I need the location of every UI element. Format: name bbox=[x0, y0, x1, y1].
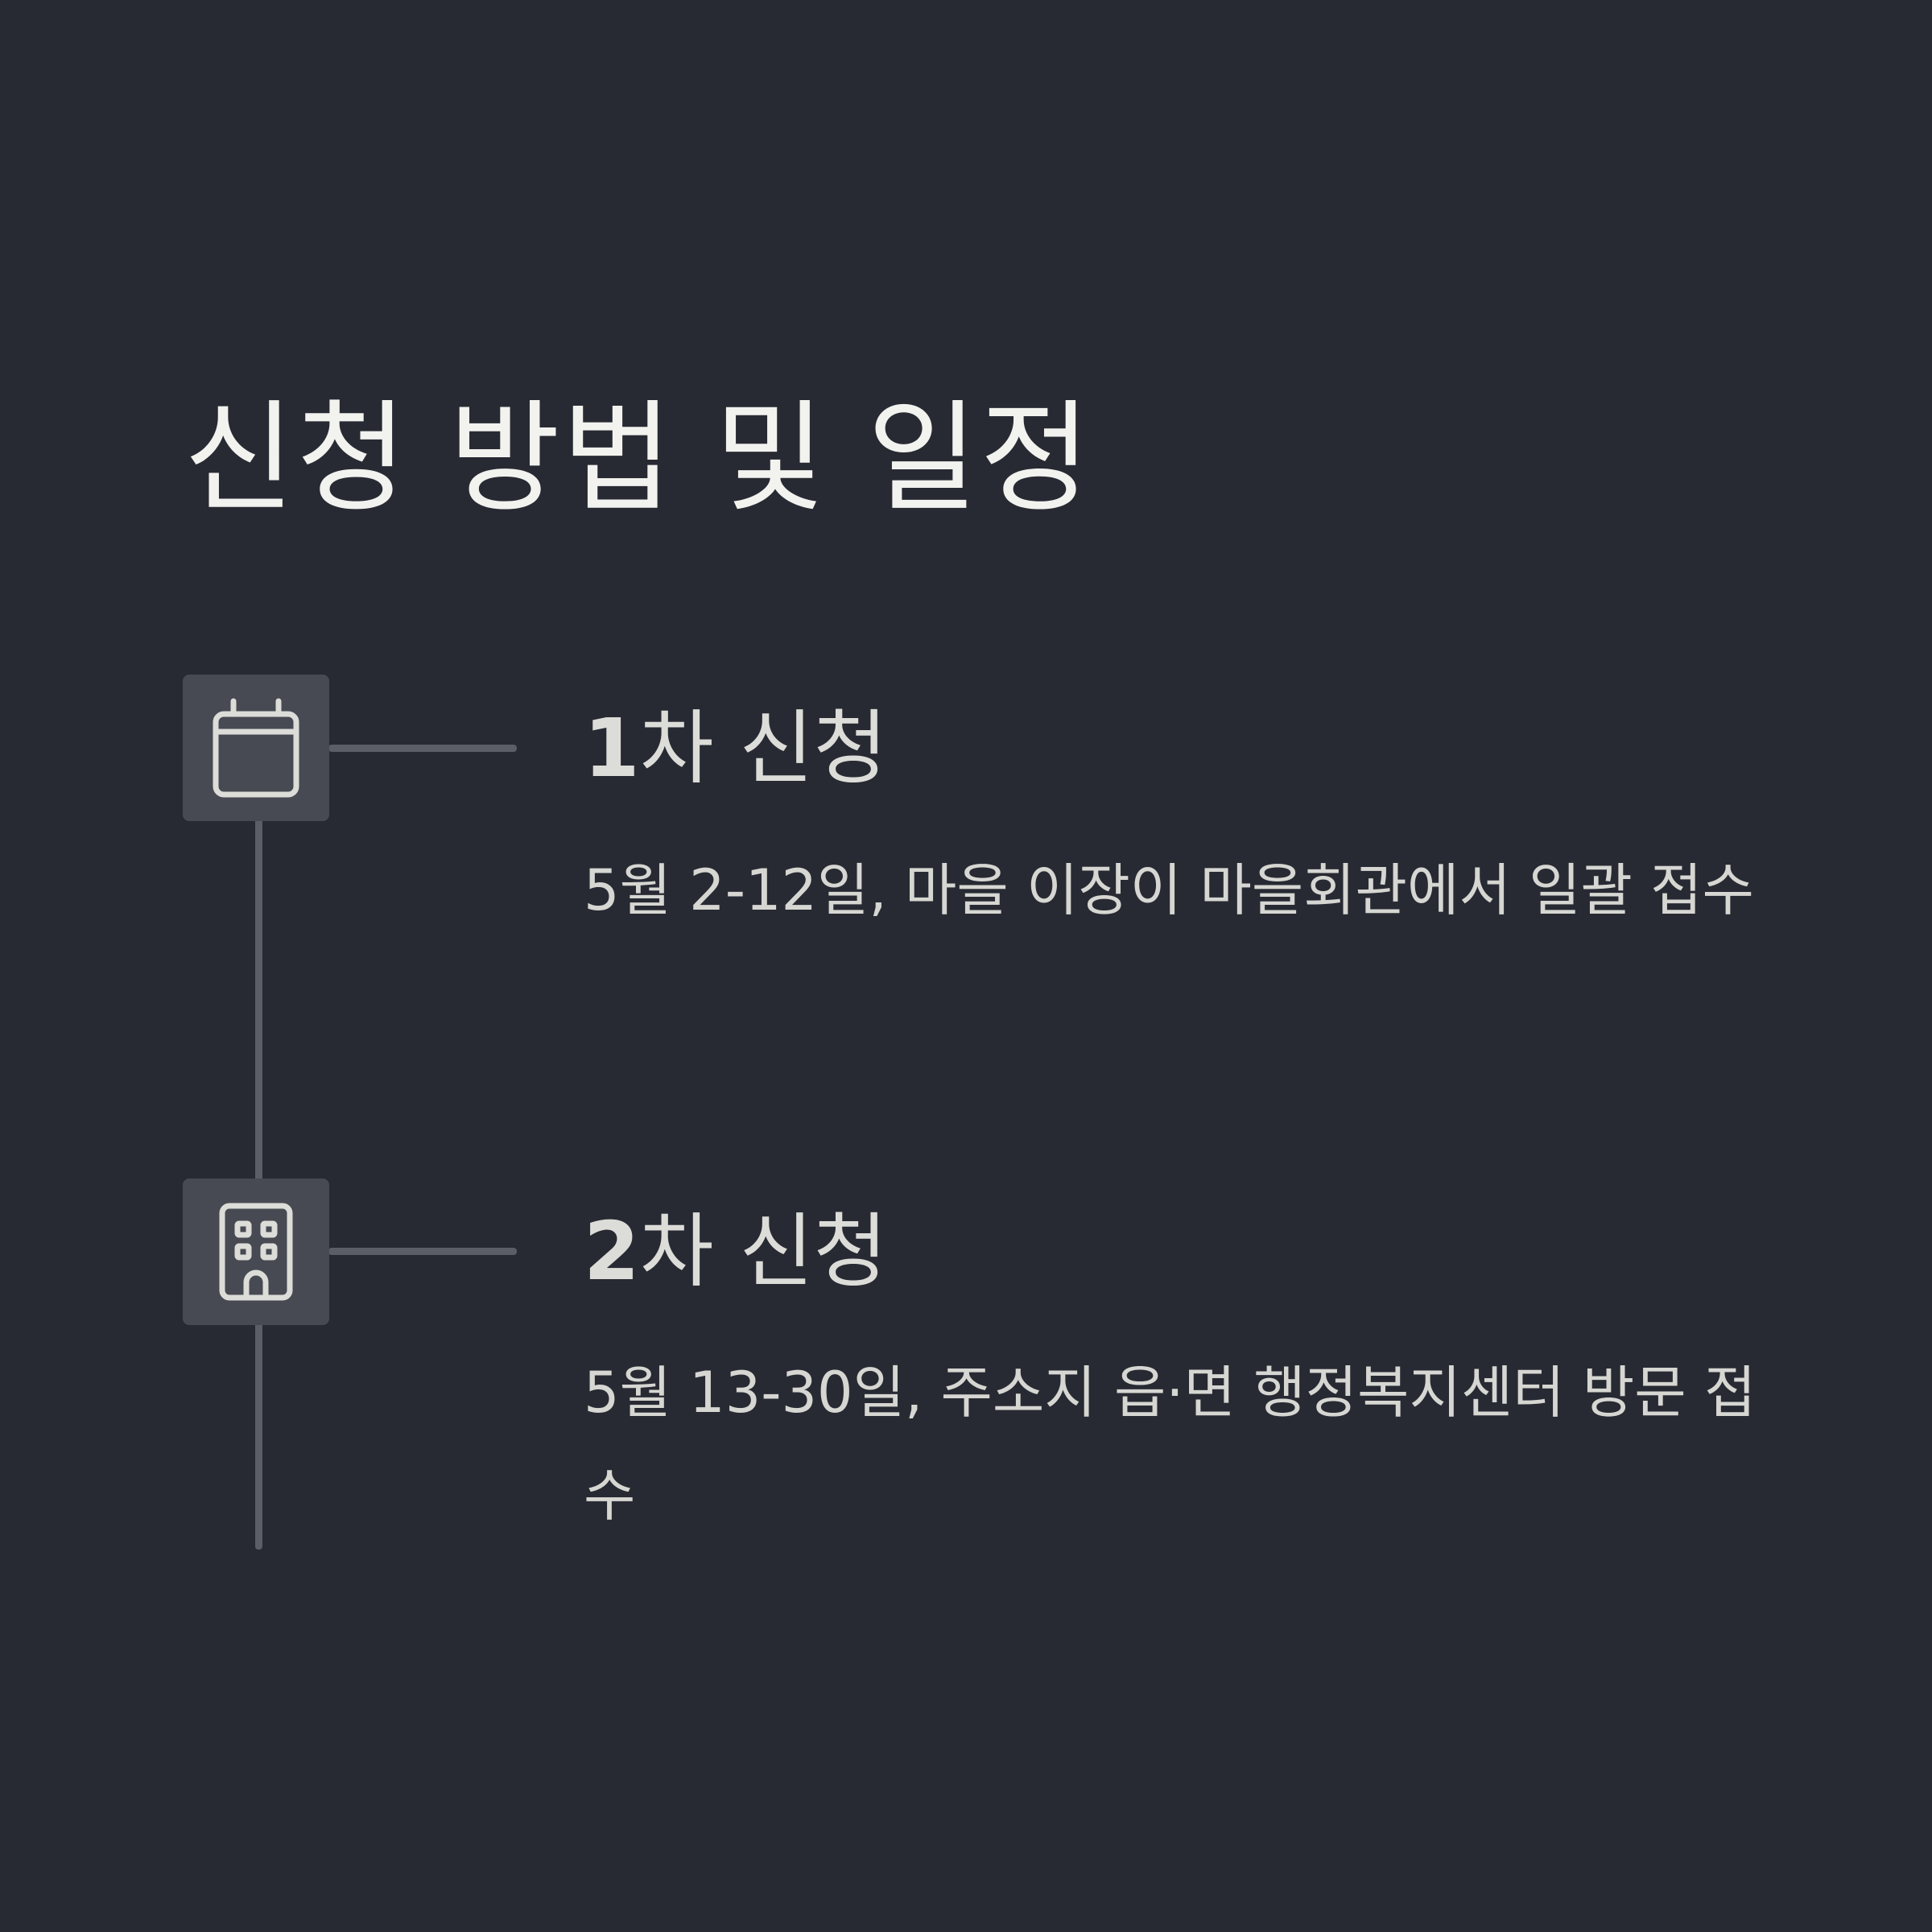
calendar-icon bbox=[213, 698, 299, 798]
step-2-title: 2차 신청 bbox=[584, 1199, 887, 1304]
step-1-icon-box bbox=[183, 675, 329, 821]
step-1-description: 5월 2-12일, 마을 이장이 마을회관에서 일괄 접수 bbox=[584, 857, 1754, 923]
timeline-line-1 bbox=[255, 817, 262, 1183]
step-2-number: 2 bbox=[584, 1204, 640, 1298]
step-2-connector bbox=[328, 1248, 517, 1255]
step-1-connector bbox=[328, 745, 517, 752]
step-1-number: 1 bbox=[584, 701, 640, 795]
timeline-line-2 bbox=[255, 1320, 262, 1550]
step-1-title-text: 차 신청 bbox=[639, 701, 888, 795]
step-1-title: 1차 신청 bbox=[584, 696, 887, 801]
step-2-icon-box bbox=[183, 1179, 329, 1325]
step-2-title-text: 차 신청 bbox=[639, 1204, 888, 1298]
page-title: 신청 방법 및 일정 bbox=[184, 389, 1093, 529]
building-icon bbox=[219, 1203, 293, 1301]
step-2-description: 5월 13-30일, 주소지 읍·면 행정복지센터 방문 접수 bbox=[584, 1360, 1757, 1529]
